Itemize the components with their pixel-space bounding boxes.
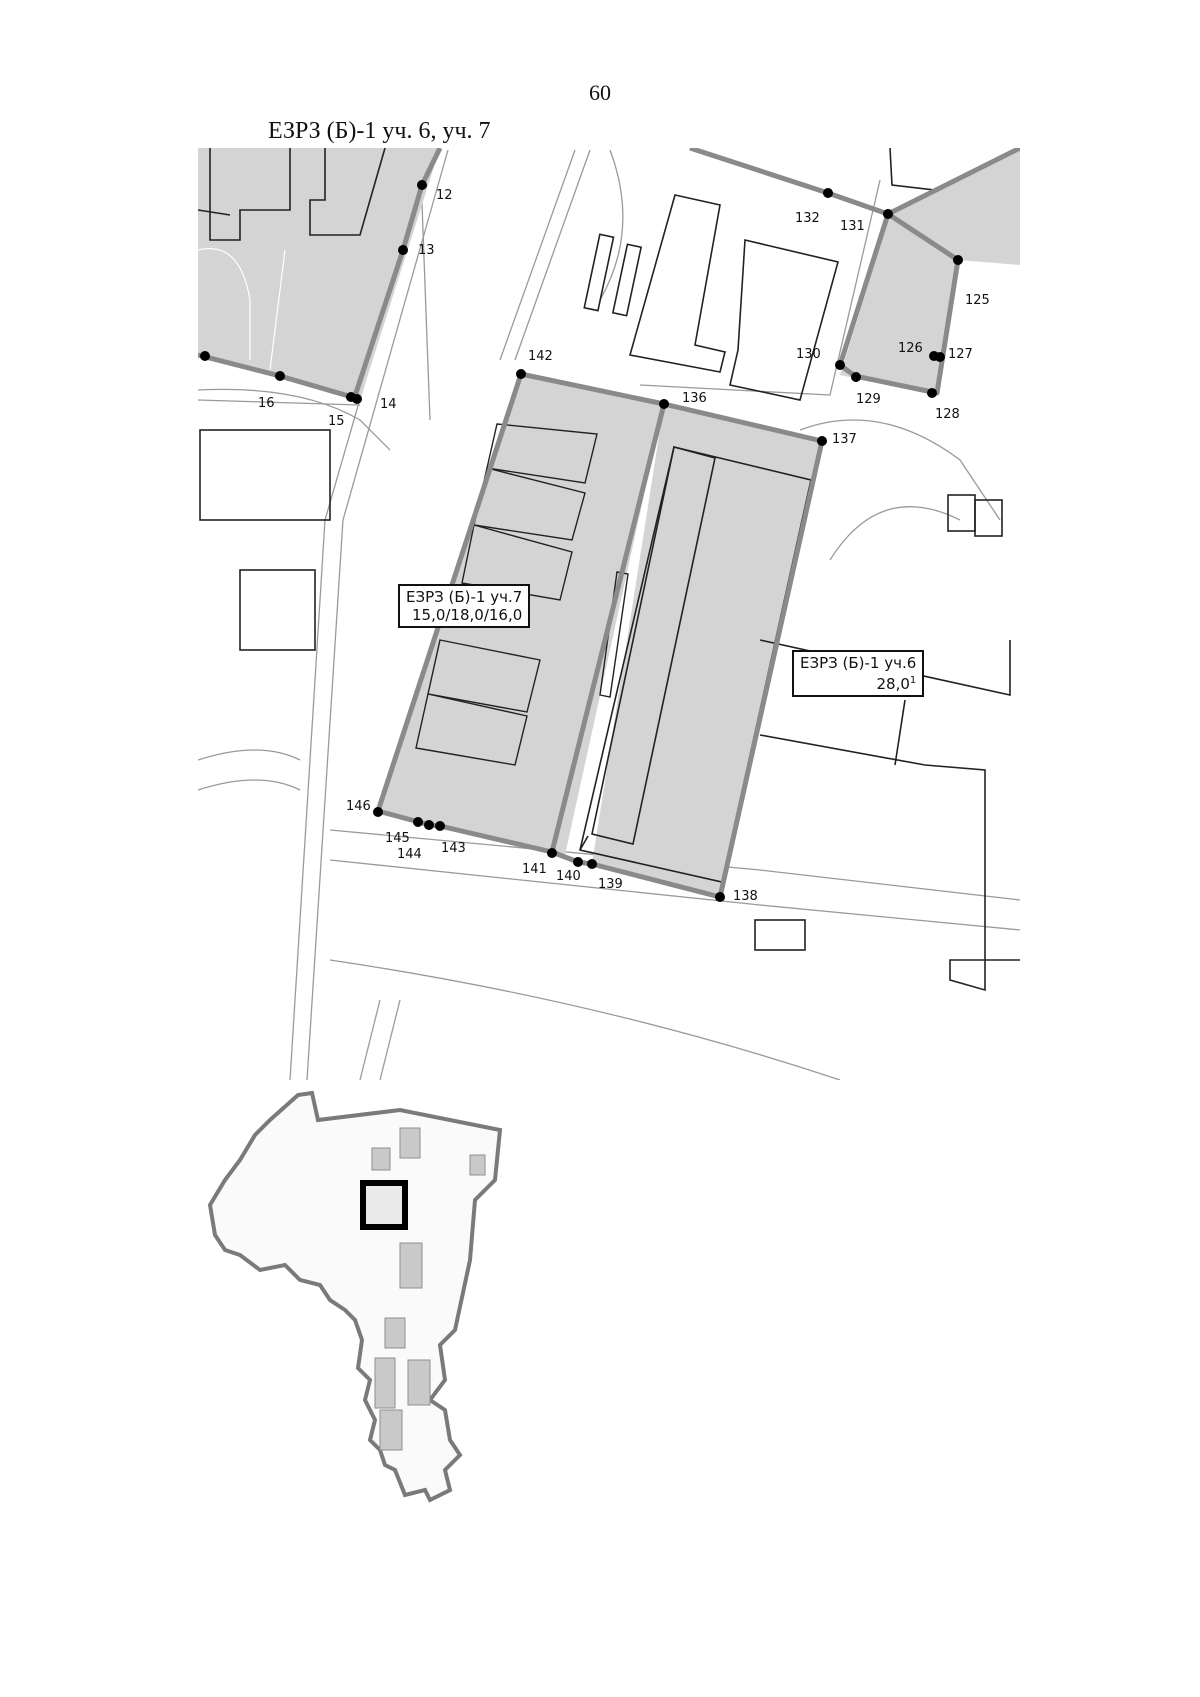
point-144-marker	[424, 820, 434, 830]
point-edge-marker	[200, 351, 210, 361]
point-15-marker	[346, 392, 356, 402]
point-141-label: 141	[522, 862, 547, 877]
zone-uch7-name: ЕЗРЗ (Б)-1 уч.7	[406, 588, 523, 606]
point-132-marker	[823, 188, 833, 198]
point-12-label: 12	[436, 188, 453, 203]
point-144-label: 144	[397, 847, 422, 862]
point-146-label: 146	[346, 799, 371, 814]
point-138-marker	[715, 892, 725, 902]
point-139-label: 139	[598, 877, 623, 892]
point-125-label: 125	[965, 293, 990, 308]
point-labels: 12 13 14 15 16 125 126 127 128 129 130 1…	[258, 188, 990, 904]
point-129-marker	[851, 372, 861, 382]
point-137-marker	[817, 436, 827, 446]
point-138-label: 138	[733, 889, 758, 904]
point-130-label: 130	[796, 347, 821, 362]
point-141-marker	[547, 848, 557, 858]
point-127-label: 127	[948, 347, 973, 362]
point-146-marker	[373, 807, 383, 817]
map-frame: 12 13 14 15 16 125 126 127 128 129 130 1…	[198, 148, 1020, 1080]
point-142-label: 142	[528, 349, 553, 364]
point-137-label: 137	[832, 432, 857, 447]
point-140-label: 140	[556, 869, 581, 884]
point-130-marker	[835, 360, 845, 370]
zone-uch6-superscript: 1	[909, 675, 917, 686]
point-16-marker	[275, 371, 285, 381]
zone-label-uch7: ЕЗРЗ (Б)-1 уч.7 15,0/18,0/16,0	[398, 584, 531, 628]
point-139-marker	[587, 859, 597, 869]
map-title: ЕЗРЗ (Б)-1 уч. 6, уч. 7	[268, 118, 491, 144]
point-15-label: 15	[328, 414, 345, 429]
lower-right-buildings	[199, 429, 1020, 992]
point-143-marker	[435, 821, 445, 831]
point-131-label: 131	[840, 219, 865, 234]
zone-label-uch6: ЕЗРЗ (Б)-1 уч.6 28,01	[792, 650, 925, 697]
overview-location-marker	[360, 1180, 408, 1230]
right-zone-fill	[840, 148, 1020, 395]
point-125-marker	[953, 255, 963, 265]
boundary-point-markers	[200, 180, 963, 902]
point-12-marker	[417, 180, 427, 190]
point-128-marker	[927, 388, 937, 398]
zone-uch7-heights: 15,0/18,0/16,0	[411, 606, 523, 624]
zone-uch6-fill	[592, 404, 822, 897]
zone-uch6-heights: 28,0	[876, 675, 910, 693]
point-13-marker	[398, 245, 408, 255]
top-buildings	[583, 148, 1020, 401]
point-13-label: 13	[418, 243, 435, 258]
point-136-marker	[659, 399, 669, 409]
zone-uch6-name: ЕЗРЗ (Б)-1 уч.6	[800, 654, 917, 672]
point-14-label: 14	[380, 397, 397, 412]
point-145-marker	[413, 817, 423, 827]
point-132-label: 132	[795, 211, 820, 226]
point-128-label: 128	[935, 407, 960, 422]
left-paths	[198, 248, 286, 371]
point-127-marker	[935, 352, 945, 362]
point-140-marker	[573, 857, 583, 867]
page-number: 60	[589, 80, 611, 105]
overview-buildings	[371, 1127, 486, 1451]
point-129-label: 129	[856, 392, 881, 407]
point-126-label: 126	[898, 341, 923, 356]
point-16-label: 16	[258, 396, 275, 411]
overview-inset	[207, 1090, 503, 1503]
point-142-marker	[516, 369, 526, 379]
overview-outline	[207, 1090, 503, 1503]
left-buildings	[198, 148, 386, 241]
point-143-label: 143	[441, 841, 466, 856]
point-136-label: 136	[682, 391, 707, 406]
left-zone-fill	[198, 148, 440, 400]
point-131-marker	[883, 209, 893, 219]
point-145-label: 145	[385, 831, 410, 846]
